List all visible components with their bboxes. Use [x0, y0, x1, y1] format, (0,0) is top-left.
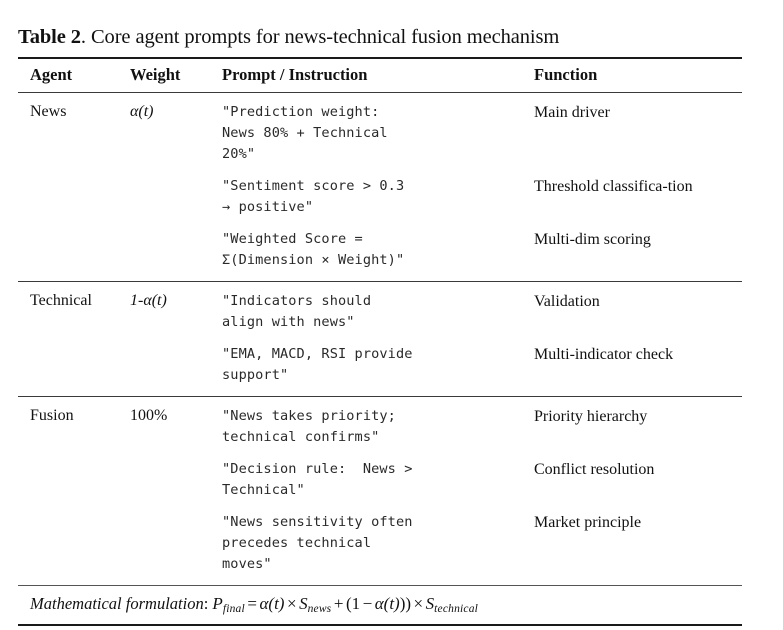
function-text: Main driver: [534, 102, 742, 123]
formula-close-paren: )): [400, 594, 411, 613]
prompt-function-pair: "Weighted Score = Σ(Dimension × Weight)"…: [222, 229, 742, 271]
cell-prompt-function-group: "Prediction weight: News 80% + Technical…: [222, 93, 742, 282]
formula-plus: +: [331, 594, 346, 613]
prompt-text: "Sentiment score > 0.3 → positive": [222, 176, 534, 218]
prompt-text: "EMA, MACD, RSI provide support": [222, 344, 534, 386]
prompt-text: "News sensitivity often precedes technic…: [222, 512, 534, 575]
table-bottom-rule: [18, 625, 742, 630]
table-caption-label: Table 2: [18, 26, 81, 48]
prompt-text: "Indicators should align with news": [222, 291, 534, 333]
formula-minus: −: [360, 594, 375, 613]
table-header-row: Agent Weight Prompt / Instruction Functi…: [18, 58, 742, 93]
column-header-prompt: Prompt / Instruction: [222, 58, 534, 93]
function-text: Multi-dim scoring: [534, 229, 742, 250]
table-header: Agent Weight Prompt / Instruction Functi…: [18, 58, 742, 93]
prompt-text: "News takes priority; technical confirms…: [222, 406, 534, 448]
formula-one: 1: [352, 594, 361, 613]
weight-value: α(t): [130, 103, 154, 120]
formula-times-1: ×: [284, 594, 299, 613]
agent-prompts-table: Agent Weight Prompt / Instruction Functi…: [18, 57, 742, 630]
cell-weight: 100%: [130, 397, 222, 586]
cell-prompt-function-group: "News takes priority; technical confirms…: [222, 397, 742, 586]
formula-p-subscript: final: [223, 603, 245, 615]
prompt-text: "Weighted Score = Σ(Dimension × Weight)": [222, 229, 534, 271]
column-header-weight: Weight: [130, 58, 222, 93]
weight-value: 1-α(t): [130, 292, 167, 309]
formula-s-news: S: [299, 594, 308, 613]
prompt-text: "Prediction weight: News 80% + Technical…: [222, 102, 534, 165]
prompt-function-pair: "Prediction weight: News 80% + Technical…: [222, 102, 742, 165]
cell-agent: Fusion: [18, 397, 130, 586]
prompt-function-pair: "Sentiment score > 0.3 → positive" Thres…: [222, 176, 742, 218]
formula-times-2: ×: [411, 594, 426, 613]
formula-s-news-subscript: news: [308, 603, 332, 615]
prompt-function-pair: "News takes priority; technical confirms…: [222, 406, 742, 448]
table-row: Technical 1-α(t) "Indicators should alig…: [18, 282, 742, 397]
function-text: Threshold classifica-tion: [534, 176, 742, 197]
prompt-function-pair: "News sensitivity often precedes technic…: [222, 512, 742, 575]
bottom-rule-cell: [18, 625, 742, 630]
formula-equals: =: [245, 594, 260, 613]
table-caption-text: . Core agent prompts for news-technical …: [81, 26, 559, 48]
function-text: Validation: [534, 291, 742, 312]
table-row: News α(t) "Prediction weight: News 80% +…: [18, 93, 742, 282]
mathematical-formulation: Mathematical formulation: Pfinal=α(t)×Sn…: [18, 586, 742, 626]
formula-expression: Pfinal=α(t)×Snews+(1−α(t)))×Stechnical: [212, 594, 478, 613]
function-text: Conflict resolution: [534, 459, 742, 480]
cell-weight: 1-α(t): [130, 282, 222, 397]
prompt-function-pair: "Indicators should align with news" Vali…: [222, 291, 742, 333]
formula-alpha-1: α(t): [260, 594, 285, 613]
formula-alpha-2: α(t): [375, 594, 400, 613]
formulation-label: Mathematical formulation: [30, 594, 204, 613]
cell-agent: Technical: [18, 282, 130, 397]
function-text: Multi-indicator check: [534, 344, 742, 365]
function-text: Priority hierarchy: [534, 406, 742, 427]
formula-s-technical: S: [426, 594, 435, 613]
formula-s-technical-subscript: technical: [434, 603, 478, 615]
table-row: Fusion 100% "News takes priority; techni…: [18, 397, 742, 586]
prompt-text: "Decision rule: News > Technical": [222, 459, 534, 501]
table-caption: Table 2. Core agent prompts for news-tec…: [18, 24, 748, 50]
cell-agent: News: [18, 93, 130, 282]
cell-weight: α(t): [130, 93, 222, 282]
cell-prompt-function-group: "Indicators should align with news" Vali…: [222, 282, 742, 397]
formula-p: P: [212, 594, 222, 613]
function-text: Market principle: [534, 512, 742, 533]
table-body: News α(t) "Prediction weight: News 80% +…: [18, 93, 742, 630]
column-header-agent: Agent: [18, 58, 130, 93]
column-header-function: Function: [534, 58, 742, 93]
prompt-function-pair: "Decision rule: News > Technical" Confli…: [222, 459, 742, 501]
prompt-function-pair: "EMA, MACD, RSI provide support" Multi-i…: [222, 344, 742, 386]
table-footer-row: Mathematical formulation: Pfinal=α(t)×Sn…: [18, 586, 742, 626]
table-figure-page: Table 2. Core agent prompts for news-tec…: [0, 0, 783, 606]
